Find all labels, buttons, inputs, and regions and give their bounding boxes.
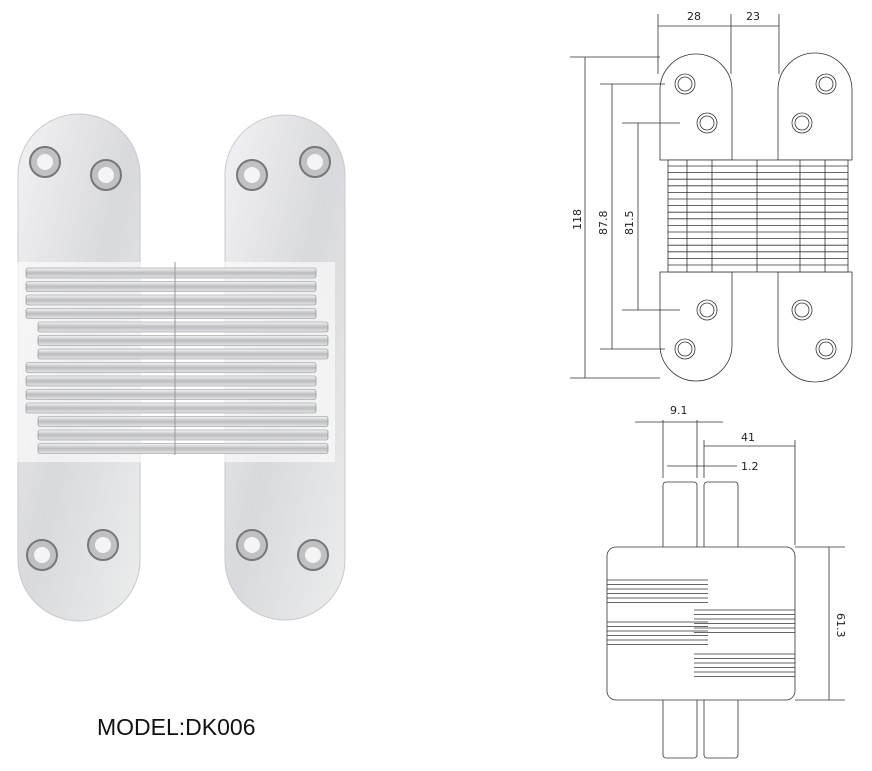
knuckle-plate bbox=[37, 335, 329, 346]
dim-total-height: 118 bbox=[571, 209, 584, 230]
knuckle-plate bbox=[25, 294, 317, 306]
knuckle-plate bbox=[37, 429, 329, 441]
dim-outer-hole-spacing: 87.8 bbox=[597, 211, 610, 236]
knuckle-plate bbox=[25, 362, 317, 373]
knuckle-plate bbox=[25, 267, 317, 279]
knuckle-plate bbox=[37, 321, 329, 333]
knuckle-plate bbox=[25, 281, 317, 292]
knuckle-plate bbox=[37, 416, 329, 427]
model-label: MODEL:DK006 bbox=[97, 714, 256, 740]
dim-inner-hole-spacing: 81.5 bbox=[623, 211, 636, 236]
side-view-drawing: 9.1 41 1.2 61.3 bbox=[606, 404, 847, 759]
knuckle-plate bbox=[25, 375, 317, 387]
front-view-drawing: 28 23 118 87.8 81.5 bbox=[570, 10, 853, 383]
knuckle-plate bbox=[25, 308, 317, 319]
dim-width-right: 23 bbox=[746, 10, 760, 23]
dim-gap: 1.2 bbox=[741, 460, 759, 473]
hinge-photo bbox=[15, 113, 346, 622]
knuckle-plate bbox=[25, 402, 317, 414]
knuckle-plate bbox=[37, 348, 329, 360]
dim-depth: 41 bbox=[741, 431, 755, 444]
dim-leaf-thickness: 9.1 bbox=[670, 404, 688, 417]
dim-width-left: 28 bbox=[687, 10, 701, 23]
knuckle-plate bbox=[37, 443, 329, 454]
dim-body-height: 61.3 bbox=[834, 613, 847, 638]
knuckle-plate bbox=[25, 389, 317, 400]
